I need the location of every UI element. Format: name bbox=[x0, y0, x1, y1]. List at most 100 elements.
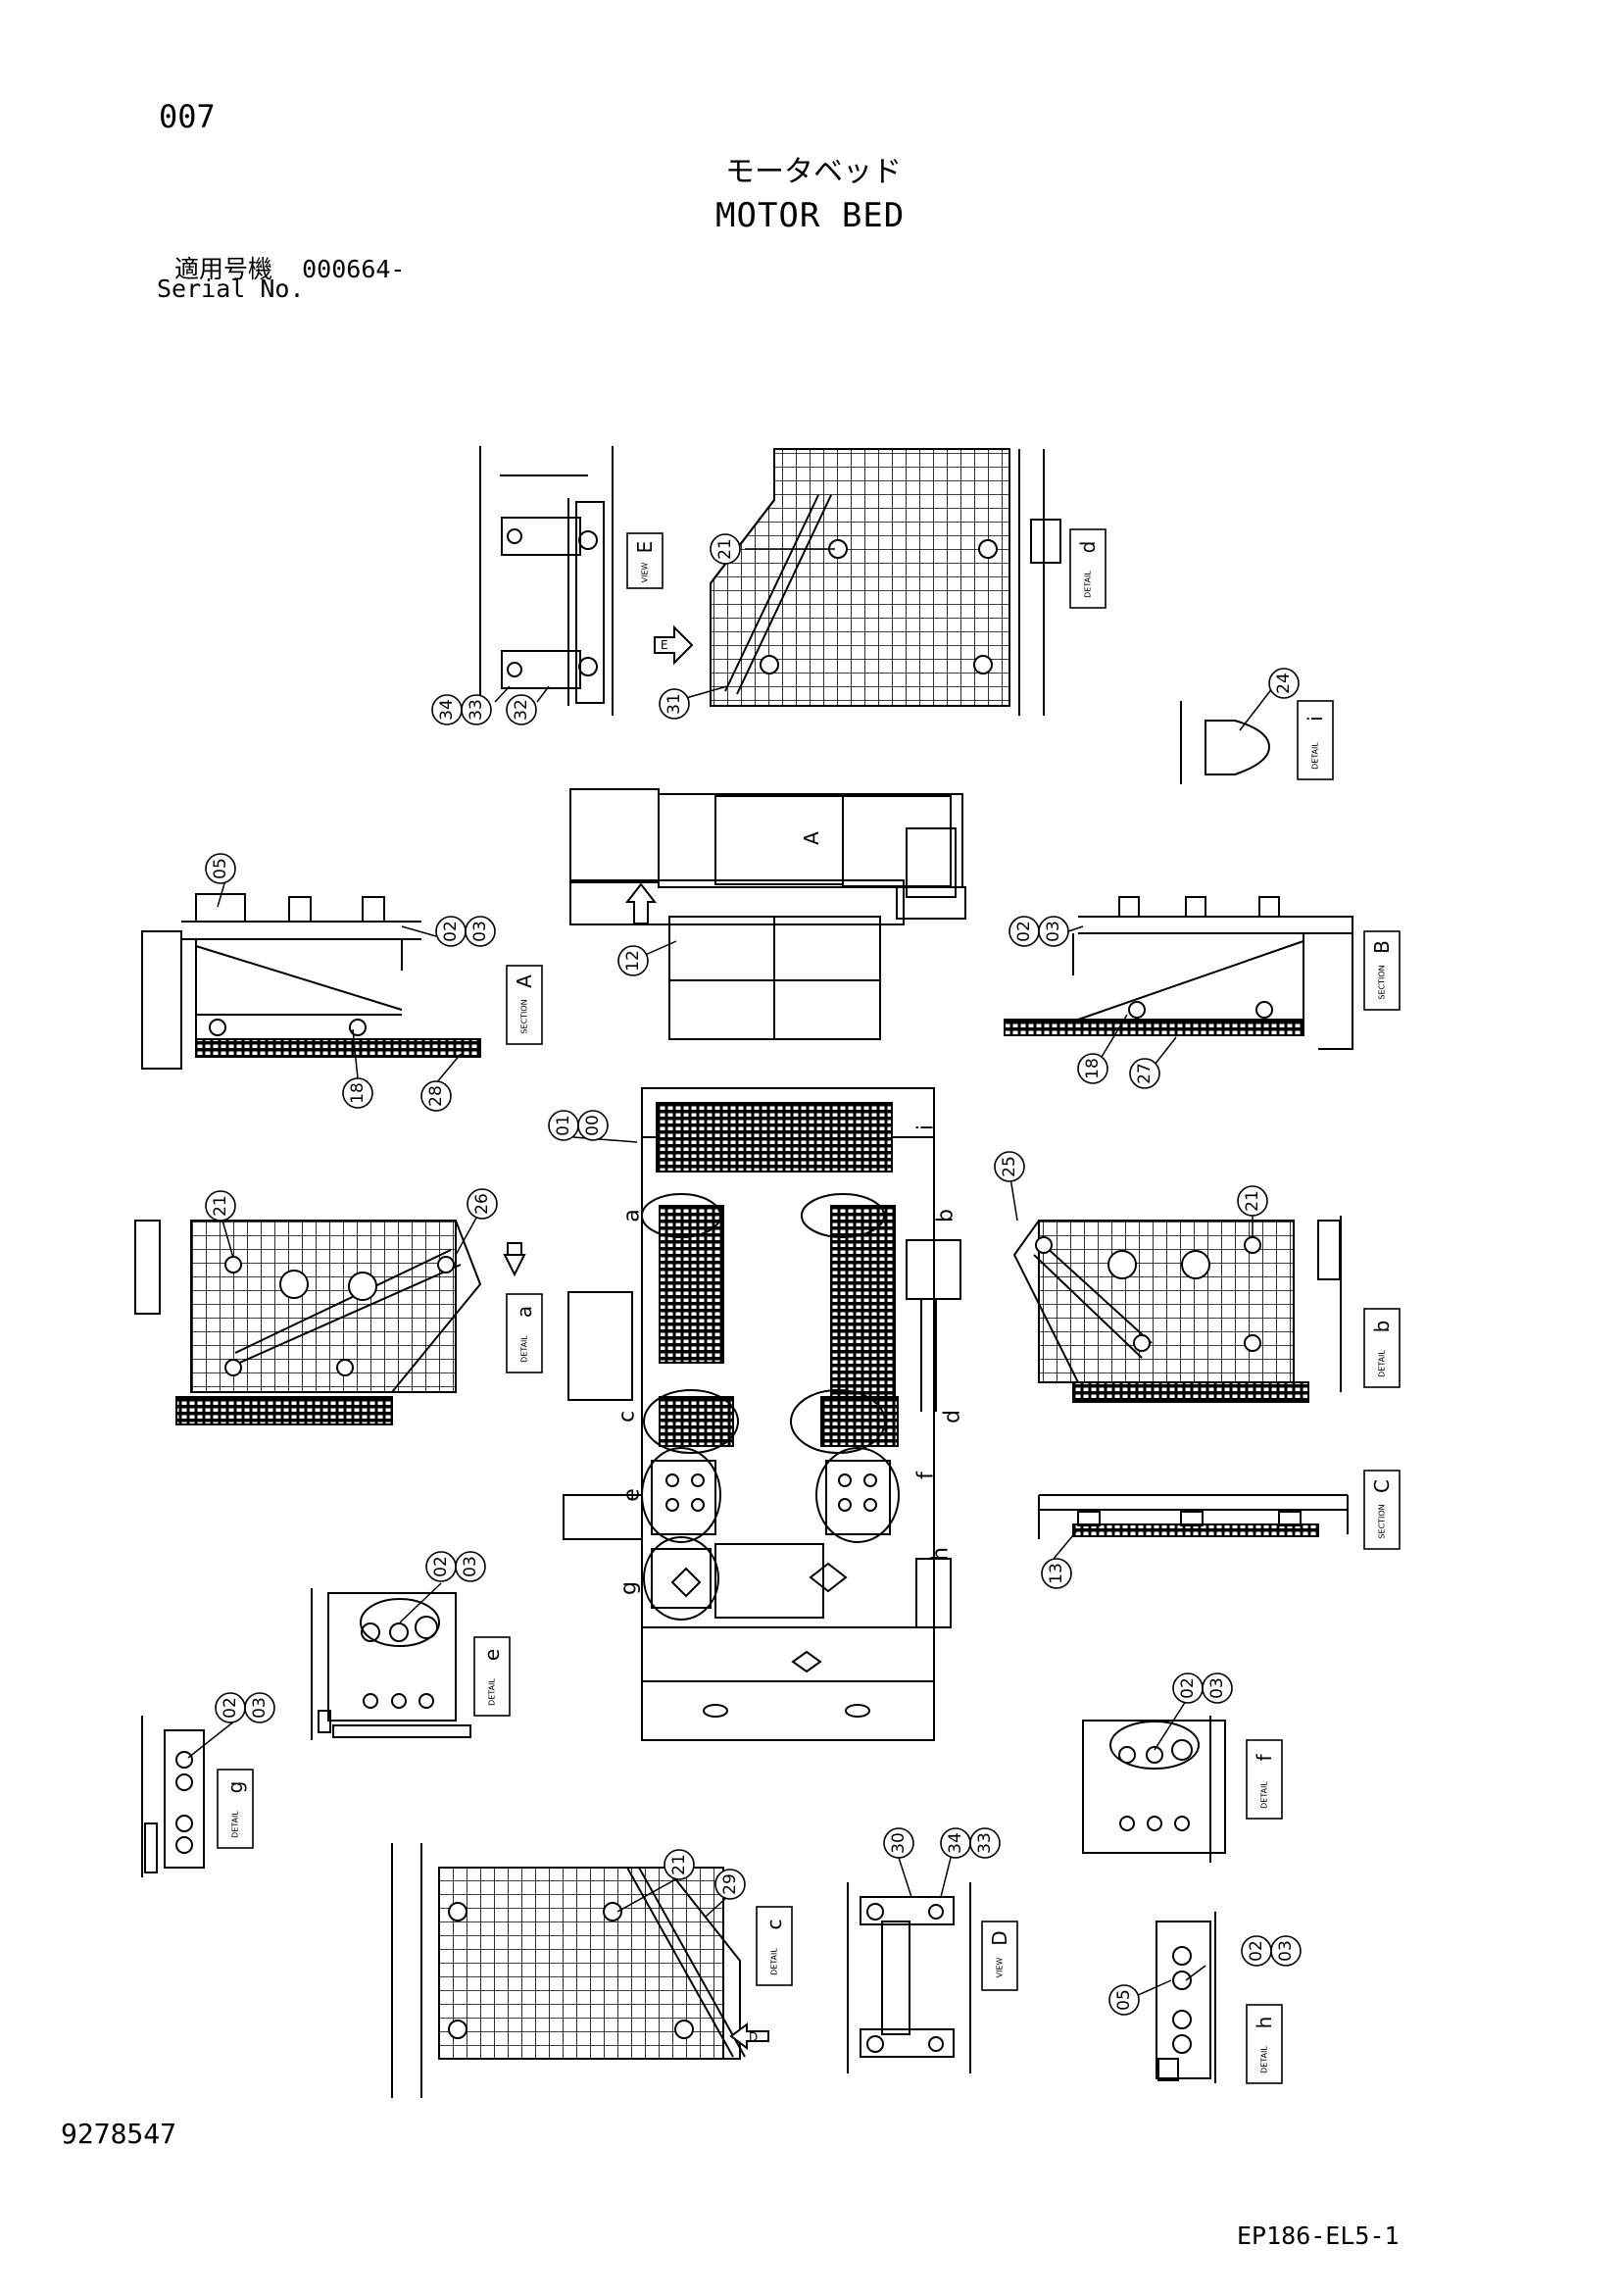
callout-28: 28 bbox=[420, 1080, 452, 1112]
callout-01: 01 bbox=[548, 1110, 579, 1141]
section-b-drawing bbox=[1004, 896, 1353, 1050]
callout-03-a: 03 bbox=[465, 916, 496, 947]
detail-g-drawing bbox=[141, 1716, 205, 1877]
svg-text:E: E bbox=[633, 541, 657, 554]
svg-text:SECTION: SECTION bbox=[1378, 965, 1387, 999]
callout-02-g: 02 bbox=[215, 1692, 246, 1723]
svg-text:24: 24 bbox=[1274, 673, 1294, 694]
view-d-arrow bbox=[729, 2022, 769, 2050]
svg-text:05: 05 bbox=[211, 858, 230, 879]
main-letter-g: g bbox=[617, 1581, 642, 1595]
section-a-drawing bbox=[141, 893, 481, 1070]
svg-text:DETAIL: DETAIL bbox=[488, 1678, 497, 1706]
svg-text:DETAIL: DETAIL bbox=[231, 1811, 240, 1838]
svg-text:SECTION: SECTION bbox=[1378, 1504, 1387, 1538]
callout-33-d: 33 bbox=[969, 1827, 1001, 1859]
svg-text:21: 21 bbox=[669, 1854, 689, 1875]
svg-text:d: d bbox=[1076, 541, 1100, 554]
svg-text:26: 26 bbox=[472, 1193, 492, 1215]
svg-text:03: 03 bbox=[470, 921, 490, 942]
callout-13: 13 bbox=[1041, 1558, 1072, 1589]
svg-text:34: 34 bbox=[946, 1832, 965, 1854]
svg-text:27: 27 bbox=[1135, 1063, 1155, 1084]
serial-row-japanese: 適用号機 000664- bbox=[174, 250, 405, 285]
detail-f-drawing bbox=[1082, 1716, 1226, 1863]
callout-03-g: 03 bbox=[244, 1692, 275, 1723]
callout-05-h: 05 bbox=[1108, 1984, 1140, 2016]
drawing-number: 9278547 bbox=[61, 2118, 177, 2150]
svg-text:DETAIL: DETAIL bbox=[770, 1948, 779, 1975]
callout-21-d: 21 bbox=[710, 533, 741, 565]
svg-text:03: 03 bbox=[1207, 1677, 1227, 1699]
svg-text:VIEW: VIEW bbox=[641, 563, 650, 583]
callout-34-d: 34 bbox=[940, 1827, 971, 1859]
svg-text:VIEW: VIEW bbox=[996, 1958, 1005, 1978]
callout-29: 29 bbox=[714, 1869, 746, 1900]
callout-30: 30 bbox=[883, 1827, 914, 1859]
callout-03-h: 03 bbox=[1270, 1935, 1302, 1967]
svg-text:33: 33 bbox=[467, 699, 486, 721]
callout-02-b: 02 bbox=[1008, 916, 1040, 947]
detail-i-drawing bbox=[1180, 701, 1271, 784]
callout-25: 25 bbox=[994, 1151, 1025, 1182]
main-letter-a: a bbox=[620, 1209, 645, 1222]
svg-text:03: 03 bbox=[250, 1697, 270, 1719]
callout-26: 26 bbox=[467, 1188, 498, 1220]
svg-text:33: 33 bbox=[975, 1832, 995, 1854]
callout-03-e: 03 bbox=[455, 1551, 486, 1582]
main-letter-e: e bbox=[620, 1488, 645, 1502]
callout-31: 31 bbox=[659, 688, 690, 720]
callout-03-b: 03 bbox=[1038, 916, 1069, 947]
svg-text:g: g bbox=[223, 1781, 247, 1794]
callout-21-a: 21 bbox=[205, 1190, 236, 1222]
svg-text:DETAIL: DETAIL bbox=[520, 1335, 529, 1363]
page-number: 007 bbox=[159, 98, 216, 135]
svg-text:00: 00 bbox=[583, 1115, 603, 1136]
detail-c-drawing bbox=[391, 1843, 746, 2098]
svg-text:02: 02 bbox=[1247, 1940, 1266, 1962]
callout-32: 32 bbox=[506, 694, 537, 725]
svg-text:02: 02 bbox=[1014, 921, 1034, 942]
callout-18-a: 18 bbox=[342, 1077, 373, 1109]
svg-text:D: D bbox=[988, 1930, 1011, 1945]
svg-text:SECTION: SECTION bbox=[520, 999, 529, 1033]
svg-text:13: 13 bbox=[1047, 1563, 1066, 1584]
svg-text:02: 02 bbox=[1178, 1677, 1198, 1699]
document-code: EP186-EL5-1 bbox=[1237, 2221, 1400, 2250]
callout-02-f: 02 bbox=[1172, 1672, 1204, 1704]
svg-text:DETAIL: DETAIL bbox=[1378, 1350, 1387, 1377]
view-e-drawing bbox=[479, 446, 614, 716]
callout-27: 27 bbox=[1129, 1058, 1160, 1089]
callout-03-f: 03 bbox=[1202, 1672, 1233, 1704]
callout-21-b: 21 bbox=[1237, 1185, 1268, 1217]
callout-21-c: 21 bbox=[664, 1849, 695, 1880]
callout-24: 24 bbox=[1268, 668, 1300, 699]
detail-a-drawing bbox=[134, 1220, 482, 1425]
svg-text:21: 21 bbox=[211, 1195, 230, 1217]
detail-h-drawing bbox=[1156, 1912, 1216, 2083]
side-elevation-drawing bbox=[569, 788, 966, 1040]
serial-number: 000664- bbox=[302, 255, 406, 283]
svg-text:DETAIL: DETAIL bbox=[1260, 2046, 1269, 2073]
view-e-arrow bbox=[654, 624, 694, 666]
svg-text:02: 02 bbox=[431, 1556, 451, 1577]
main-plan-view bbox=[563, 1087, 961, 1741]
view-e-tag: VIEW E bbox=[626, 532, 664, 589]
arrow-letter-d: D bbox=[749, 2030, 758, 2044]
svg-text:28: 28 bbox=[426, 1085, 446, 1107]
svg-text:a: a bbox=[513, 1306, 536, 1318]
svg-text:03: 03 bbox=[1276, 1940, 1296, 1962]
view-a-down-arrow bbox=[503, 1242, 526, 1277]
callout-02-h: 02 bbox=[1241, 1935, 1272, 1967]
detail-e-drawing bbox=[311, 1588, 471, 1740]
side-view-letter-a: A bbox=[800, 831, 823, 845]
view-a-arrow bbox=[624, 882, 658, 924]
